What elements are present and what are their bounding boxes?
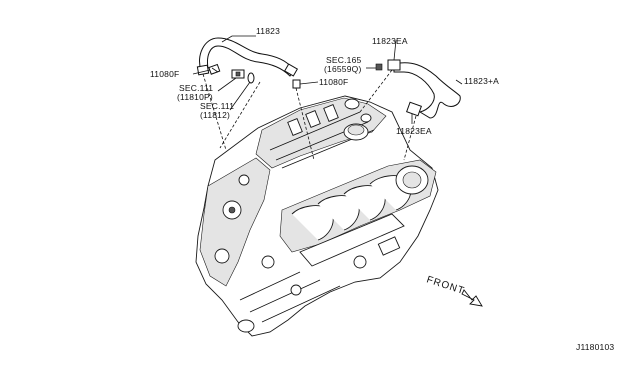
front-direction-indicator: FRONT	[425, 274, 483, 307]
callout-11823-a: 11823+A	[464, 76, 499, 86]
callout-sec111-a-title: SEC.111	[179, 83, 213, 93]
callout-sec111-a-ref: (11810P)	[177, 92, 213, 102]
front-label: FRONT	[425, 274, 466, 297]
diagram-id: J1180103	[576, 342, 614, 352]
callout-11080f-mid: 11080F	[319, 77, 348, 87]
engine-assembly	[195, 95, 439, 337]
front-arrow-icon	[461, 289, 483, 307]
callout-11823: 11823	[256, 26, 280, 36]
pcv-hose-11823-a	[387, 59, 461, 119]
sec165-connector	[375, 63, 383, 71]
callout-11823ea-bottom: 11823EA	[396, 126, 432, 136]
hose-clamp-left	[208, 63, 221, 75]
pcv-hose-11823	[196, 37, 299, 77]
callout-sec165-ref: (16559Q)	[324, 64, 362, 74]
pcv-valve-fitting	[231, 69, 255, 84]
leader-lines	[192, 35, 463, 161]
hose-clamp-mid	[292, 79, 301, 89]
callout-11080f-left: 11080F	[150, 69, 179, 79]
callout-sec111-b-title: SEC.111	[200, 101, 234, 111]
callout-11823ea-top: 11823EA	[372, 36, 408, 46]
callout-sec111-b-ref: (11812)	[200, 110, 230, 120]
callout-sec165-title: SEC.165	[326, 55, 361, 65]
